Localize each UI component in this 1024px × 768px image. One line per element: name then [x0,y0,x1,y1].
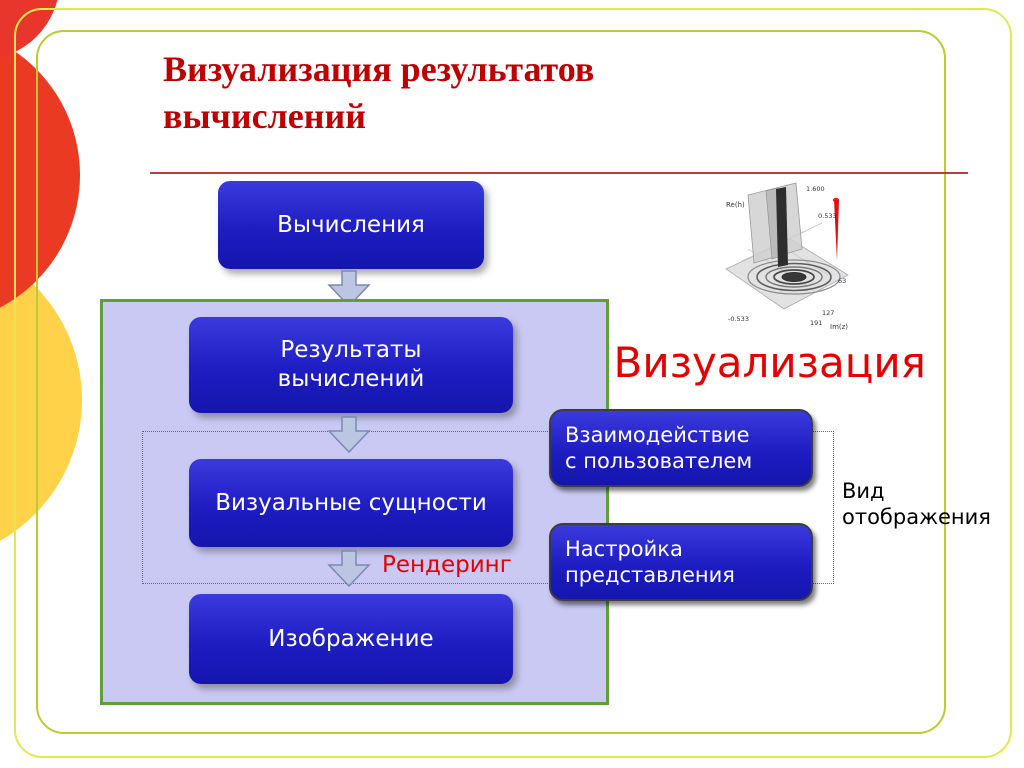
plot-axis-label-im: Im(z) [830,323,848,331]
plot-spike [776,187,788,267]
plot-tick-127: 127 [822,309,834,317]
display-view-label: Вид отображения [842,479,991,530]
plot-tick-63: 63 [838,277,846,285]
down-arrow-icon [327,550,371,588]
title-underline [150,172,968,174]
decorative-circle-orange [0,25,80,325]
flow-box-visual-entities: Визуальные сущности [189,459,513,547]
flow-box-presentation-settings: Настройка представления [549,523,813,601]
slide-title: Визуализация результатов вычислений [163,49,595,136]
display-view-dotted-group [142,431,834,584]
ripple-rings [747,259,841,295]
plot-needle [834,200,839,261]
plot-tick-neg0533: -0.533 [728,315,749,323]
flow-box-computations: Вычисления [218,181,484,269]
plot-tick-1600: 1.600 [806,185,825,193]
plot-tick-191: 191 [810,319,822,327]
flow-box-user-interaction: Взаимодействие с пользователем [549,409,813,487]
flow-box-image: Изображение [189,594,513,684]
surface-plot-image: Re(h) 1.600 0.533 -0.533 63 127 191 Im(z… [718,177,854,333]
down-arrow-icon [327,270,371,308]
decorative-circle-red [0,0,60,60]
flow-box-results: Результаты вычислений [189,317,513,413]
visualization-annotation: - Визуализация [585,338,926,387]
down-arrow-icon [327,416,371,454]
rendering-label: Рендеринг [382,552,512,578]
plot-tick-0533: 0.533 [818,212,837,220]
plot-axis-label-re: Re(h) [726,201,745,209]
